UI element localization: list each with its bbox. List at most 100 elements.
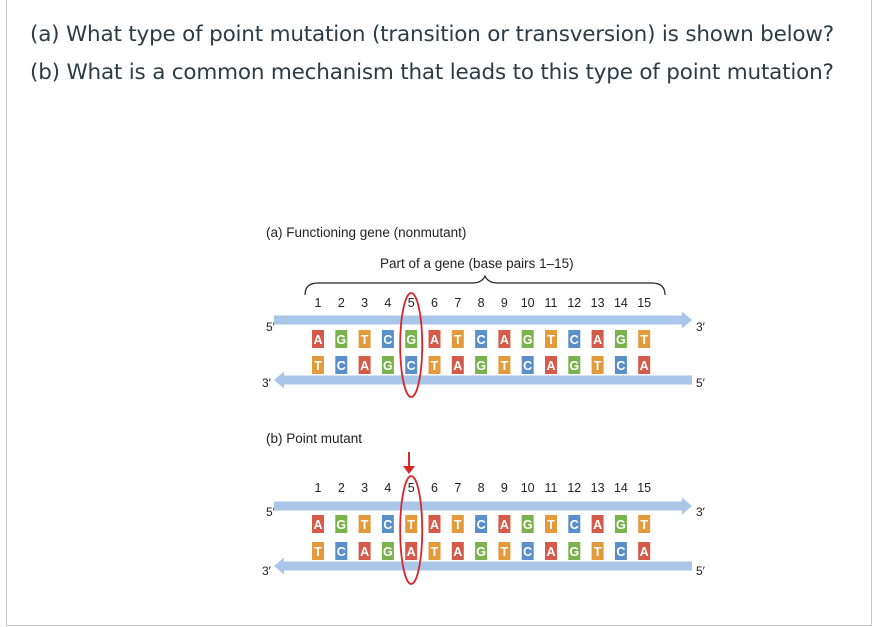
panel-a-bottom-base-letter-15: A: [640, 359, 649, 373]
panel-b-top-base-4: [381, 515, 394, 533]
panel-b-bottom-base-4: [381, 542, 394, 560]
panel-b-bottom-base-12: [568, 542, 581, 560]
panel-b-bottom-5prime: 5′: [696, 564, 706, 578]
panel-b-top-base-10: [521, 515, 534, 533]
panel-a-top-strand-backbone: [274, 311, 692, 329]
panel-a-top-base-letter-15: T: [640, 333, 648, 347]
content-frame: [6, 0, 872, 626]
panel-a-bottom-base-5: [405, 356, 418, 374]
panel-b-bottom-strand-backbone: [274, 557, 692, 575]
panel-a-bottom-base-letter-6: T: [431, 359, 439, 373]
panel-b-bottom-base-letter-7: A: [453, 545, 462, 559]
panel-b-bottom-base-letter-8: G: [476, 545, 486, 559]
panel-b-bottom-base-5: [405, 542, 418, 560]
panel-b-bottom-base-letter-3: A: [360, 545, 369, 559]
panel-a-bottom-base-letter-4: G: [383, 359, 393, 373]
panel-a-bottom-base-letter-5: C: [407, 359, 416, 373]
panel-b-bottom-base-letter-13: T: [594, 545, 602, 559]
panel-b-top-base-7: [451, 515, 464, 533]
panel-b-bottom-base-letter-15: A: [640, 545, 649, 559]
panel-b-top-base-letter-11: T: [547, 518, 555, 532]
panel-b-position-6: 6: [431, 481, 438, 495]
panel-a-top-base-1: [312, 330, 324, 348]
panel-a-title: (a) Functioning gene (nonmutant): [266, 225, 466, 240]
panel-a-top-base-letter-4: C: [383, 333, 392, 347]
panel-a-top-base-13: [591, 330, 604, 348]
panel-b-top-base-3: [358, 515, 371, 533]
panel-b-bottom-base-letter-12: G: [569, 545, 579, 559]
panel-a-bottom-base-letter-10: C: [523, 359, 532, 373]
panel-a-top-base-4: [381, 330, 394, 348]
panel-a-bottom-base-letter-7: A: [453, 359, 462, 373]
panel-a-bottom-base-letter-9: T: [501, 359, 509, 373]
panel-b-bottom-base-letter-11: A: [546, 545, 555, 559]
panel-b-position-5-highlight: [399, 475, 424, 585]
panel-b-top-base-15: [638, 515, 651, 533]
panel-b-top-5prime: 5′: [266, 505, 276, 519]
question-b: (b) What is a common mechanism that lead…: [30, 60, 834, 85]
panel-b-position-14: 14: [614, 481, 628, 495]
panel-a-position-15: 15: [637, 296, 651, 310]
panel-b-bottom-base-letter-2: C: [337, 545, 346, 559]
panel-a-position-12: 12: [567, 296, 581, 310]
panel-a-top-base-3: [358, 330, 371, 348]
panel-b-position-5: 5: [408, 481, 415, 495]
panel-b-position-11: 11: [545, 481, 558, 495]
panel-b-position-3: 3: [361, 481, 368, 495]
panel-a-top-base-12: [568, 330, 581, 348]
panel-a-bottom-base-10: [521, 356, 534, 374]
gene-bracket: [304, 274, 666, 296]
panel-b-position-12: 12: [567, 481, 581, 495]
panel-b-bottom-base-2: [335, 542, 348, 560]
panel-b-bottom-base-13: [591, 542, 604, 560]
panel-b-top-base-letter-9: A: [500, 518, 509, 532]
panel-a-position-2: 2: [338, 296, 345, 310]
panel-b-bottom-base-7: [451, 542, 464, 560]
panel-b-bottom-base-1: [312, 542, 324, 560]
panel-b-top-base-letter-15: T: [640, 518, 648, 532]
panel-b-top-base-5: [405, 515, 418, 533]
panel-a-bottom-5prime: 5′: [696, 376, 706, 390]
panel-a-top-base-letter-2: G: [336, 333, 346, 347]
panel-a-bottom-base-2: [335, 356, 348, 374]
panel-b-position-13: 13: [591, 481, 605, 495]
panel-b-bottom-3prime: 3′: [262, 564, 272, 578]
panel-a-top-base-letter-1: A: [313, 333, 322, 347]
panel-a-bottom-base-3: [358, 356, 371, 374]
panel-a-bottom-base-letter-11: A: [546, 359, 555, 373]
panel-b-top-base-8: [475, 515, 488, 533]
panel-b-bottom-base-letter-10: C: [523, 545, 532, 559]
panel-a-bottom-base-letter-12: G: [569, 359, 579, 373]
panel-a-top-base-letter-7: T: [454, 333, 462, 347]
panel-a-bottom-base-1: [312, 356, 324, 374]
panel-a-bottom-base-4: [381, 356, 394, 374]
panel-a-bottom-strand-backbone: [274, 371, 692, 389]
panel-b-top-base-letter-12: C: [570, 518, 579, 532]
panel-b-top-base-1: [312, 515, 324, 533]
panel-b-position-7: 7: [454, 481, 461, 495]
bracket-label: Part of a gene (base pairs 1–15): [380, 256, 574, 271]
panel-b-top-base-letter-7: T: [454, 518, 462, 532]
panel-b-bottom-base-letter-14: C: [616, 545, 625, 559]
panel-a-top-base-letter-8: C: [477, 333, 486, 347]
panel-a-top-3prime: 3′: [696, 320, 706, 334]
panel-a-bottom-base-12: [568, 356, 581, 374]
panel-b-position-8: 8: [478, 481, 485, 495]
panel-a-top-base-letter-5: G: [406, 333, 416, 347]
panel-b-top-base-letter-3: T: [361, 518, 369, 532]
panel-b-top-strand-backbone: [274, 497, 692, 515]
panel-b-top-base-letter-1: A: [313, 518, 322, 532]
panel-a-top-base-letter-9: A: [500, 333, 509, 347]
panel-a-bottom-base-15: [638, 356, 651, 374]
panel-a-bottom-3prime: 3′: [262, 376, 272, 390]
panel-b-bottom-base-letter-5: A: [407, 545, 416, 559]
panel-b-position-15: 15: [637, 481, 651, 495]
panel-a-position-5-highlight: [399, 292, 424, 398]
panel-b-bottom-base-letter-4: G: [383, 545, 393, 559]
panel-a-bottom-base-letter-1: T: [314, 359, 322, 373]
panel-a-position-8: 8: [478, 296, 485, 310]
panel-b-top-base-13: [591, 515, 604, 533]
panel-b-bottom-base-11: [545, 542, 557, 560]
panel-a-position-14: 14: [614, 296, 628, 310]
